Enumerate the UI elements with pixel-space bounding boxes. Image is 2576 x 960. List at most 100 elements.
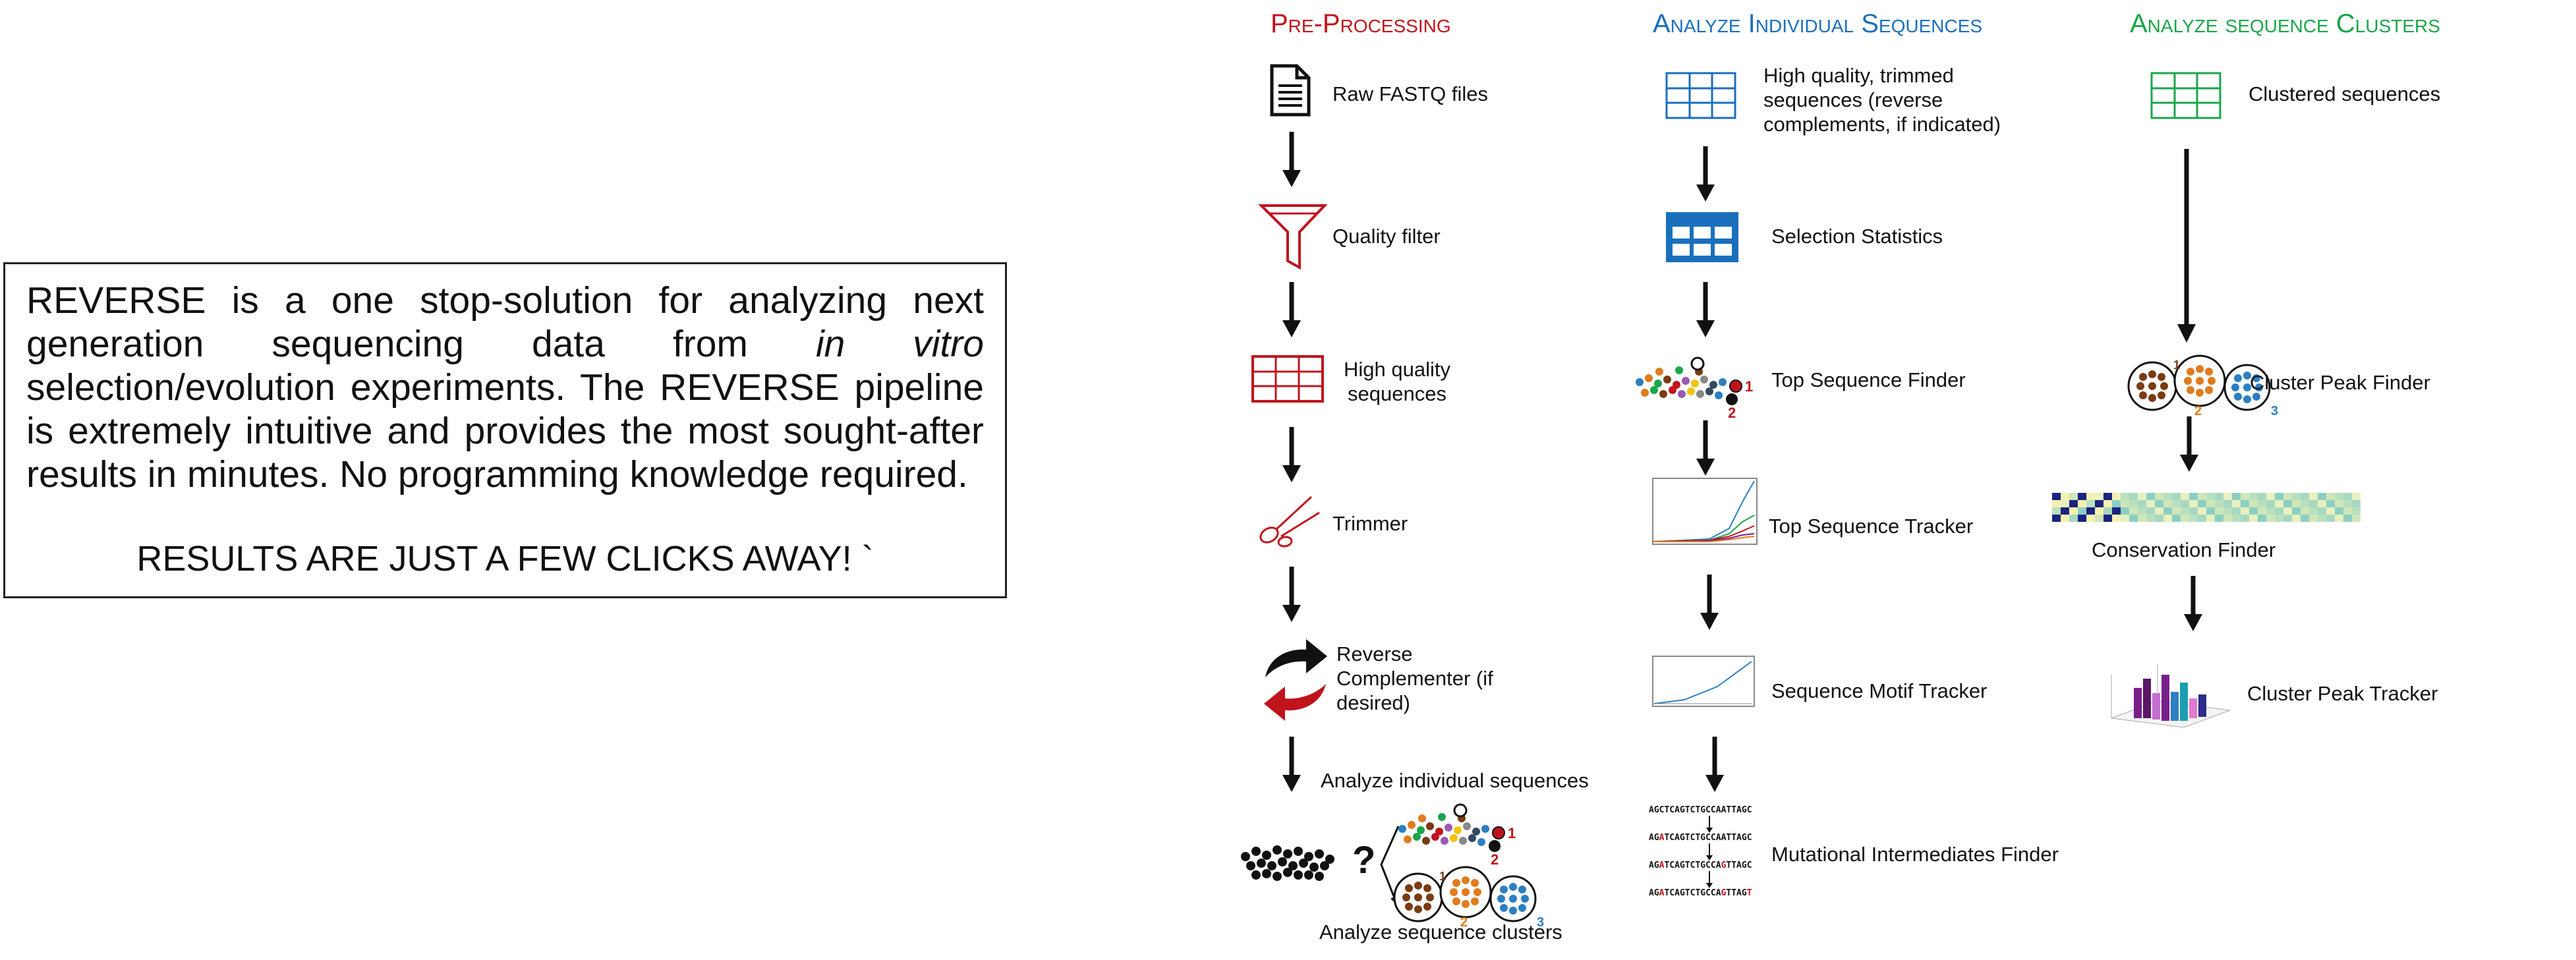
sequence-dot [1687,387,1695,395]
heatmap-cell [2352,493,2361,500]
sequence-dot [1655,368,1663,376]
heatmap-cell [2104,493,2112,500]
file-icon [1270,64,1311,117]
mutation-base: A [1659,861,1665,870]
heatmap-cell [2283,515,2292,522]
cluster-dot [2243,383,2251,391]
heatmap-cell [2052,493,2061,500]
heatmap-cell [2249,507,2258,515]
cluster-dot [1471,897,1479,905]
sequence-dot [1398,825,1406,833]
heatmap-cell [2198,493,2206,500]
heatmap-cell [2326,493,2335,500]
cluster-dot [2139,373,2147,381]
sequence-base: TTAGC [1726,861,1752,870]
sequence-dot [1422,837,1430,845]
heatmap-cell [2198,507,2206,515]
mutation-base: A [1659,833,1665,843]
step-trimmed-sequences: High quality, trimmed sequences (reverse… [1763,64,2001,136]
heatmap-cell [2155,515,2163,522]
sequence-base: AGCTCAGTCTGCCAATTAGC [1649,805,1752,815]
heatmap-cell [2352,500,2361,507]
mutation-base: T [1746,888,1752,898]
heatmap-cell [2258,515,2266,522]
sequence-dot [1251,870,1261,880]
cluster-dot [2160,382,2168,390]
heatmap-cell [2275,500,2283,507]
arrow-down-icon [1705,737,1724,792]
heatmap-cell [2206,515,2215,522]
heatmap-cell [2095,500,2104,507]
heatmap-cell [2069,515,2078,522]
arrow-down-icon [1700,575,1719,630]
heatmap-cell [2292,515,2301,522]
sequence-dot [1283,868,1292,877]
cluster-dot [1452,879,1460,887]
sequence-dot [1273,872,1282,881]
arrow-down-icon [2184,576,2202,631]
heatmap-cell [2121,507,2129,515]
sequence-dot [1408,821,1416,829]
step-top-sequence-tracker: Top Sequence Tracker [1769,515,1974,538]
heatmap-icon [2052,493,2361,522]
cluster-dot [2187,386,2194,394]
table-icon [1251,355,1324,403]
intro-text-end: selection/evolution experiments. The REV… [26,366,984,495]
heatmap-cell [2112,493,2121,500]
heatmap-cell [2275,515,2283,522]
sequence-dot [1438,813,1446,821]
line-plot-icon [1652,656,1755,707]
heatmap-cell [2104,515,2112,522]
top-sequence-marker [1690,356,1705,371]
cluster-dot [2139,391,2147,399]
sequence-base: TTAG [1726,888,1747,898]
individual-header: Analyze Individual Sequences [1653,9,1983,38]
heatmap-cell [2206,507,2215,515]
step-top-sequence-finder: Top Sequence Finder [1771,368,1966,391]
sequence-dot [1299,859,1308,868]
heatmap-cell [2223,493,2232,500]
cluster-dot [1423,884,1431,892]
sequence-dot [1481,825,1489,833]
heatmap-cell [2181,515,2189,522]
heatmap-cell [2249,493,2258,500]
heatmap-cell [2086,493,2095,500]
sequence-dot [1700,376,1708,383]
heatmap-cell [2283,500,2292,507]
step-cluster-peak-finder: Cluster Peak Finder [2250,371,2430,394]
step-conservation-finder: Conservation Finder [2092,538,2276,561]
sequence-dot [1709,381,1717,389]
heatmap-cell [2078,500,2086,507]
sequence-dot [1641,389,1649,397]
cluster-dot [1500,886,1508,893]
heatmap-cell [2095,515,2104,522]
cluster-dot [2196,365,2204,373]
sequence-dot [1413,833,1421,841]
cluster-dot [2158,373,2165,381]
heatmap-cell [2318,507,2326,515]
cluster-dot [1471,879,1479,887]
sequence-dot [1273,845,1282,855]
rank-label: 2 [1728,405,1736,421]
cluster-dot [2205,368,2213,376]
sequence-dot [1454,826,1462,834]
heatmap-cell [2343,515,2352,522]
heatmap-cell [2163,515,2172,522]
sequence-dot [1283,849,1292,859]
heatmap-cell [2155,493,2163,500]
heatmap-cell [2335,507,2343,515]
branch-individual-label: Analyze individual sequences [1321,769,1589,792]
heatmap-cell [2232,515,2241,522]
sequence-base: AG [1649,861,1659,870]
heatmap-cell [2172,507,2181,515]
sequence-dot [1472,828,1480,835]
sequence-dot [1262,869,1271,878]
rank-label: 1 [2173,358,2180,372]
intro-paragraph: REVERSE is a one stop-solution for analy… [26,279,984,496]
sequence-dot [1325,855,1334,864]
sequence-dot [1477,838,1485,846]
sequence-row: AGCTCAGTCTGCCAATTAGC [1649,805,1774,816]
sequence-dot [1267,861,1276,870]
sequence-dot [1241,852,1250,861]
cluster-dot [1462,888,1470,896]
